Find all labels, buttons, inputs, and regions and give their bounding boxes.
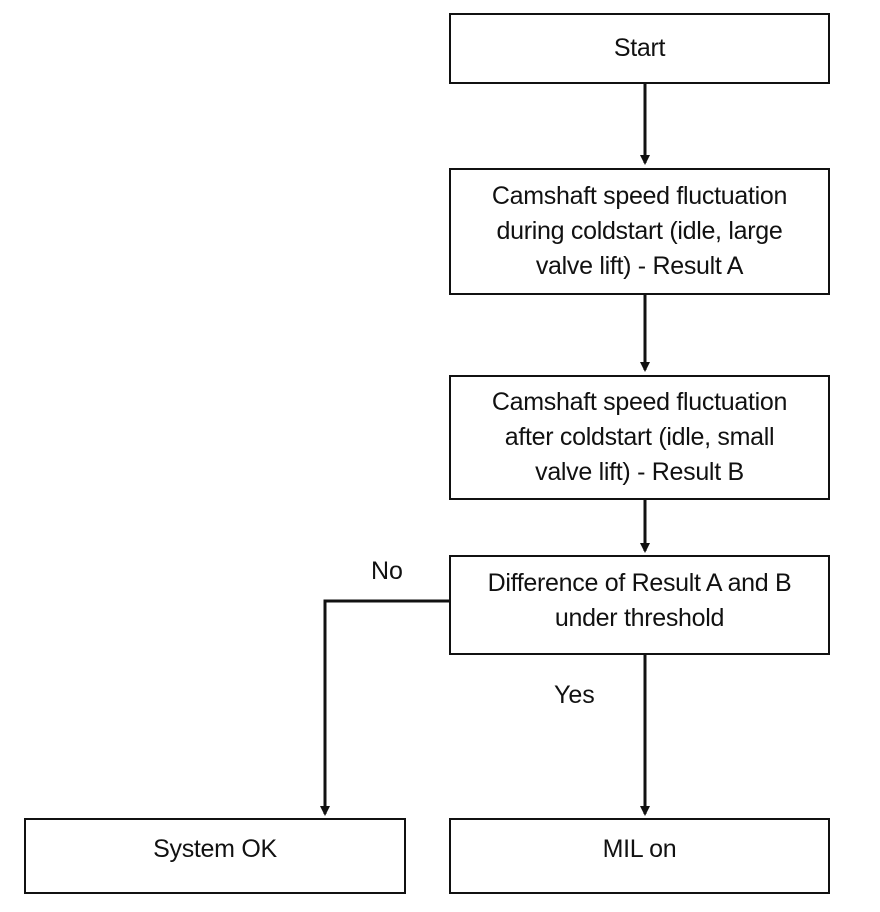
result-a-node: Camshaft speed fluctuation during coldst…: [449, 168, 830, 295]
decision-node-label: Difference of Result A and B under thres…: [487, 569, 792, 632]
mil-on-node: MIL on: [449, 818, 830, 894]
system-ok-node-label: System OK: [153, 834, 277, 863]
result-a-node-label: Camshaft speed fluctuation during coldst…: [491, 182, 788, 280]
decision-node: Difference of Result A and B under thres…: [449, 555, 830, 655]
start-node: Start: [449, 13, 830, 84]
system-ok-node: System OK: [24, 818, 406, 894]
edge-label-no: No: [371, 557, 403, 585]
result-b-node-label: Camshaft speed fluctuation after coldsta…: [491, 388, 788, 486]
result-b-node: Camshaft speed fluctuation after coldsta…: [449, 375, 830, 500]
edge-label-yes: Yes: [554, 681, 595, 709]
start-node-label: Start: [613, 34, 666, 62]
mil-on-node-label: MIL on: [602, 834, 677, 863]
arrow-decision-to-system-ok: [320, 599, 451, 816]
